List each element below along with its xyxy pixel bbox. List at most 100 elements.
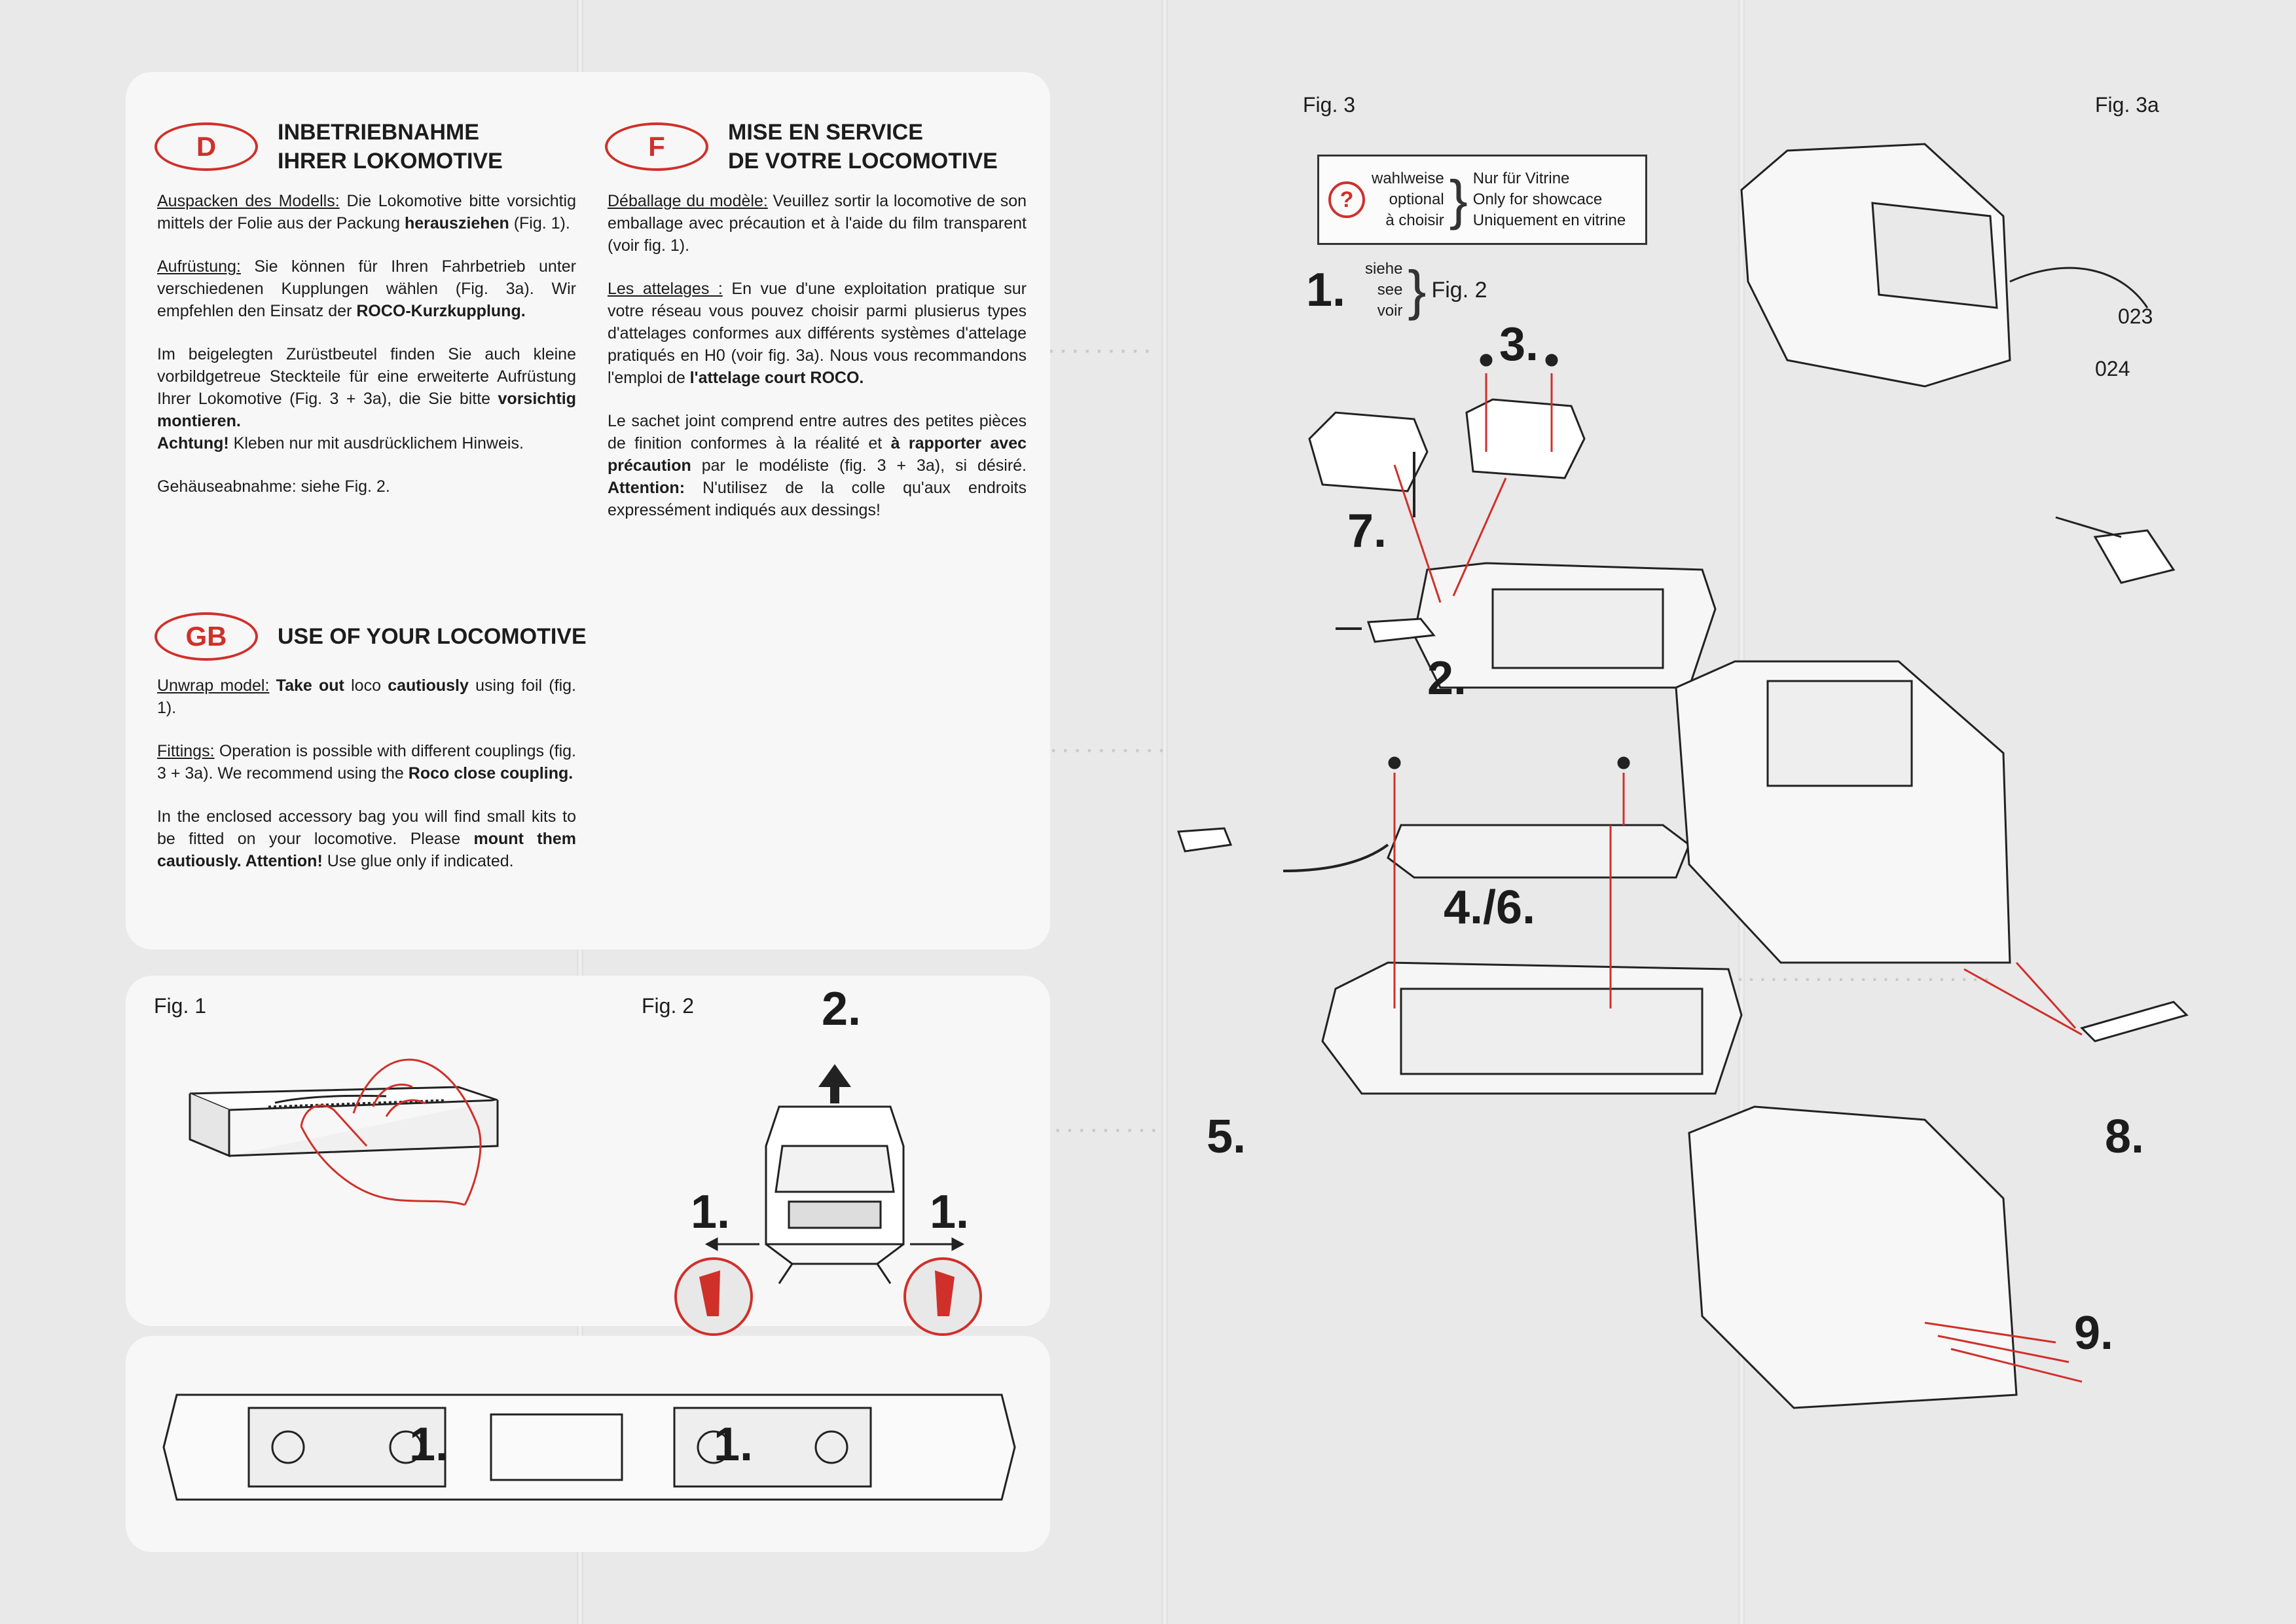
fig2-step-right: 1. bbox=[930, 1186, 970, 1238]
para-bold: ROCO-Kurzkupplung. bbox=[356, 302, 526, 320]
package-box bbox=[189, 1086, 499, 1158]
para-bold: vorsichtig montieren. bbox=[157, 390, 576, 430]
title-line: DE VOTRE LOCOMOTIVE bbox=[728, 149, 998, 174]
see-word: siehe bbox=[1365, 260, 1403, 278]
language-badge-d: D bbox=[155, 122, 258, 171]
para-bold: mount them cautiously. Attention! bbox=[157, 830, 576, 870]
paragraph: Auspacken des Modells: Die Lokomotive bi… bbox=[157, 190, 576, 234]
para-label: Aufrüstung: bbox=[157, 257, 241, 276]
title-line: MISE EN SERVICE bbox=[728, 120, 923, 145]
para-text: Veuillez sortir la locomotive de son emb… bbox=[608, 192, 1027, 255]
language-badge-f: F bbox=[605, 122, 708, 171]
part-number-024: 024 bbox=[2095, 357, 2130, 380]
see-words: siehe see voir bbox=[1365, 259, 1402, 322]
see-word: see bbox=[1377, 281, 1403, 299]
question-icon: ? bbox=[1328, 181, 1365, 218]
chassis-underside-drawing bbox=[162, 1393, 1016, 1501]
bottom-step-left: 1. bbox=[409, 1418, 449, 1471]
fig3a-label: Fig. 3a bbox=[2095, 93, 2159, 117]
title-line: IHRER LOKOMOTIVE bbox=[278, 149, 503, 174]
see-reference: 1. siehe see voir } Fig. 2 bbox=[1306, 259, 1487, 322]
para-text: Die Lokomotive bitte vorsichtig mittels … bbox=[157, 192, 577, 232]
para-label: Les attelages : bbox=[608, 280, 723, 298]
clip-detail-right bbox=[903, 1257, 982, 1336]
para-bold: l'attelage court ROCO. bbox=[689, 369, 864, 387]
fold-line bbox=[1161, 0, 1168, 1624]
fig2-step-left: 1. bbox=[691, 1186, 731, 1238]
para-bold: à rapporter avec précaution bbox=[608, 434, 1027, 475]
para-label: Unwrap model: bbox=[157, 676, 270, 695]
para-label: Déballage du modèle: bbox=[608, 192, 768, 210]
german-title: INBETRIEBNAHME IHRER LOKOMOTIVE bbox=[278, 118, 503, 175]
german-heading: D INBETRIEBNAHME IHRER LOKOMOTIVE bbox=[155, 118, 503, 175]
see-word: voir bbox=[1377, 302, 1403, 320]
paragraph: Fittings: Operation is possible with dif… bbox=[157, 740, 576, 784]
paragraph: Aufrüstung: Sie können für Ihren Fahrbet… bbox=[157, 255, 576, 322]
para-text: Gehäuseabnahme: siehe Fig. 2. bbox=[157, 477, 390, 496]
legend-item: à choisir bbox=[1385, 212, 1444, 229]
fig1-unpack-drawing bbox=[189, 1058, 499, 1206]
para-text: N'utilisez de la colle qu'aux endroits e… bbox=[608, 479, 1027, 519]
fig3-assembly-drawing bbox=[1176, 354, 1743, 1095]
para-text: Use glue only if indicated. bbox=[322, 852, 514, 870]
para-label: Fittings: bbox=[157, 742, 215, 760]
step-7: 7. bbox=[1347, 505, 1387, 557]
bleed-through-text: · · · · · · · · · · · · · · · · · · · · … bbox=[1715, 969, 1990, 989]
step-3: 3. bbox=[1499, 318, 1539, 371]
para-bold: cautiously bbox=[388, 676, 469, 695]
para-text: par le modéliste (fig. 3 + 3a), si désir… bbox=[691, 456, 1027, 475]
spread-arrows bbox=[704, 1237, 965, 1251]
para-bold: Roco close coupling. bbox=[408, 764, 574, 783]
german-body: Auspacken des Modells: Die Lokomotive bi… bbox=[157, 190, 576, 519]
bottom-step-right: 1. bbox=[714, 1418, 754, 1471]
paragraph: Im beigelegten Zurüstbeutel finden Sie a… bbox=[157, 343, 576, 454]
para-bold: Achtung! bbox=[157, 434, 229, 452]
legend-item: Only for showcace bbox=[1472, 191, 1603, 208]
para-text: Sie können für Ihren Fahrbetrieb unter v… bbox=[157, 257, 576, 320]
step-9: 9. bbox=[2074, 1307, 2114, 1359]
see-step: 1. bbox=[1306, 264, 1346, 316]
see-target: Fig. 2 bbox=[1431, 277, 1487, 303]
para-text: Operation is possible with different cou… bbox=[157, 742, 576, 783]
clip-detail-left bbox=[674, 1257, 753, 1336]
fig3-label: Fig. 3 bbox=[1303, 93, 1356, 117]
hand-drawing bbox=[300, 1058, 482, 1206]
paragraph: Déballage du modèle: Veuillez sortir la … bbox=[608, 190, 1027, 257]
para-text: Le sachet joint comprend entre autres de… bbox=[608, 412, 1027, 452]
para-bold: herausziehen bbox=[404, 214, 509, 232]
step-2: 2. bbox=[1427, 652, 1467, 705]
lift-arrow bbox=[818, 1064, 851, 1103]
legend-right-list: Nur für Vitrine Only for showcace Unique… bbox=[1473, 168, 1626, 231]
para-text: In the enclosed accessory bag you will f… bbox=[157, 807, 576, 848]
legend-item: wahlweise bbox=[1372, 170, 1444, 187]
paragraph: In the enclosed accessory bag you will f… bbox=[157, 805, 576, 872]
para-text: using foil (fig. 1). bbox=[157, 676, 576, 717]
fig2-body-removal-drawing bbox=[674, 1064, 982, 1336]
paragraph: Les attelages : En vue d'une exploitatio… bbox=[608, 278, 1027, 389]
para-label: Auspacken des Modells: bbox=[157, 192, 340, 210]
legend-box: ? wahlweise optional à choisir } Nur für… bbox=[1317, 155, 1647, 245]
para-bold: Attention: bbox=[608, 479, 685, 497]
fig1-label: Fig. 1 bbox=[154, 994, 207, 1018]
english-heading: GB USE OF YOUR LOCOMOTIVE bbox=[155, 612, 587, 661]
french-title: MISE EN SERVICE DE VOTRE LOCOMOTIVE bbox=[728, 118, 998, 175]
para-text: Kleben nur mit ausdrücklichem Hinweis. bbox=[228, 434, 524, 452]
para-text: (Fig. 1). bbox=[509, 214, 570, 232]
fig3a-coupling-drawing bbox=[1675, 143, 2189, 1409]
legend-left-list: wahlweise optional à choisir bbox=[1372, 168, 1444, 231]
step-4-6: 4./6. bbox=[1444, 881, 1536, 934]
fig2-step-lift: 2. bbox=[822, 983, 862, 1035]
fig2-label: Fig. 2 bbox=[642, 994, 695, 1018]
english-body: Unwrap model: Take out loco cautiously u… bbox=[157, 674, 576, 893]
para-bold: Take out bbox=[269, 676, 344, 695]
instructions-text-panel bbox=[126, 72, 1050, 950]
paragraph: Gehäuseabnahme: siehe Fig. 2. bbox=[157, 475, 576, 498]
para-text: Im beigelegten Zurüstbeutel finden Sie a… bbox=[157, 345, 576, 408]
brace-icon: } bbox=[1408, 259, 1427, 321]
para-text: loco bbox=[344, 676, 388, 695]
english-title: USE OF YOUR LOCOMOTIVE bbox=[278, 624, 587, 649]
language-badge-gb: GB bbox=[155, 612, 258, 661]
para-text: En vue d'une exploitation pratique sur v… bbox=[608, 280, 1027, 387]
legend-item: Nur für Vitrine bbox=[1472, 170, 1570, 187]
part-number-023: 023 bbox=[2118, 304, 2153, 328]
